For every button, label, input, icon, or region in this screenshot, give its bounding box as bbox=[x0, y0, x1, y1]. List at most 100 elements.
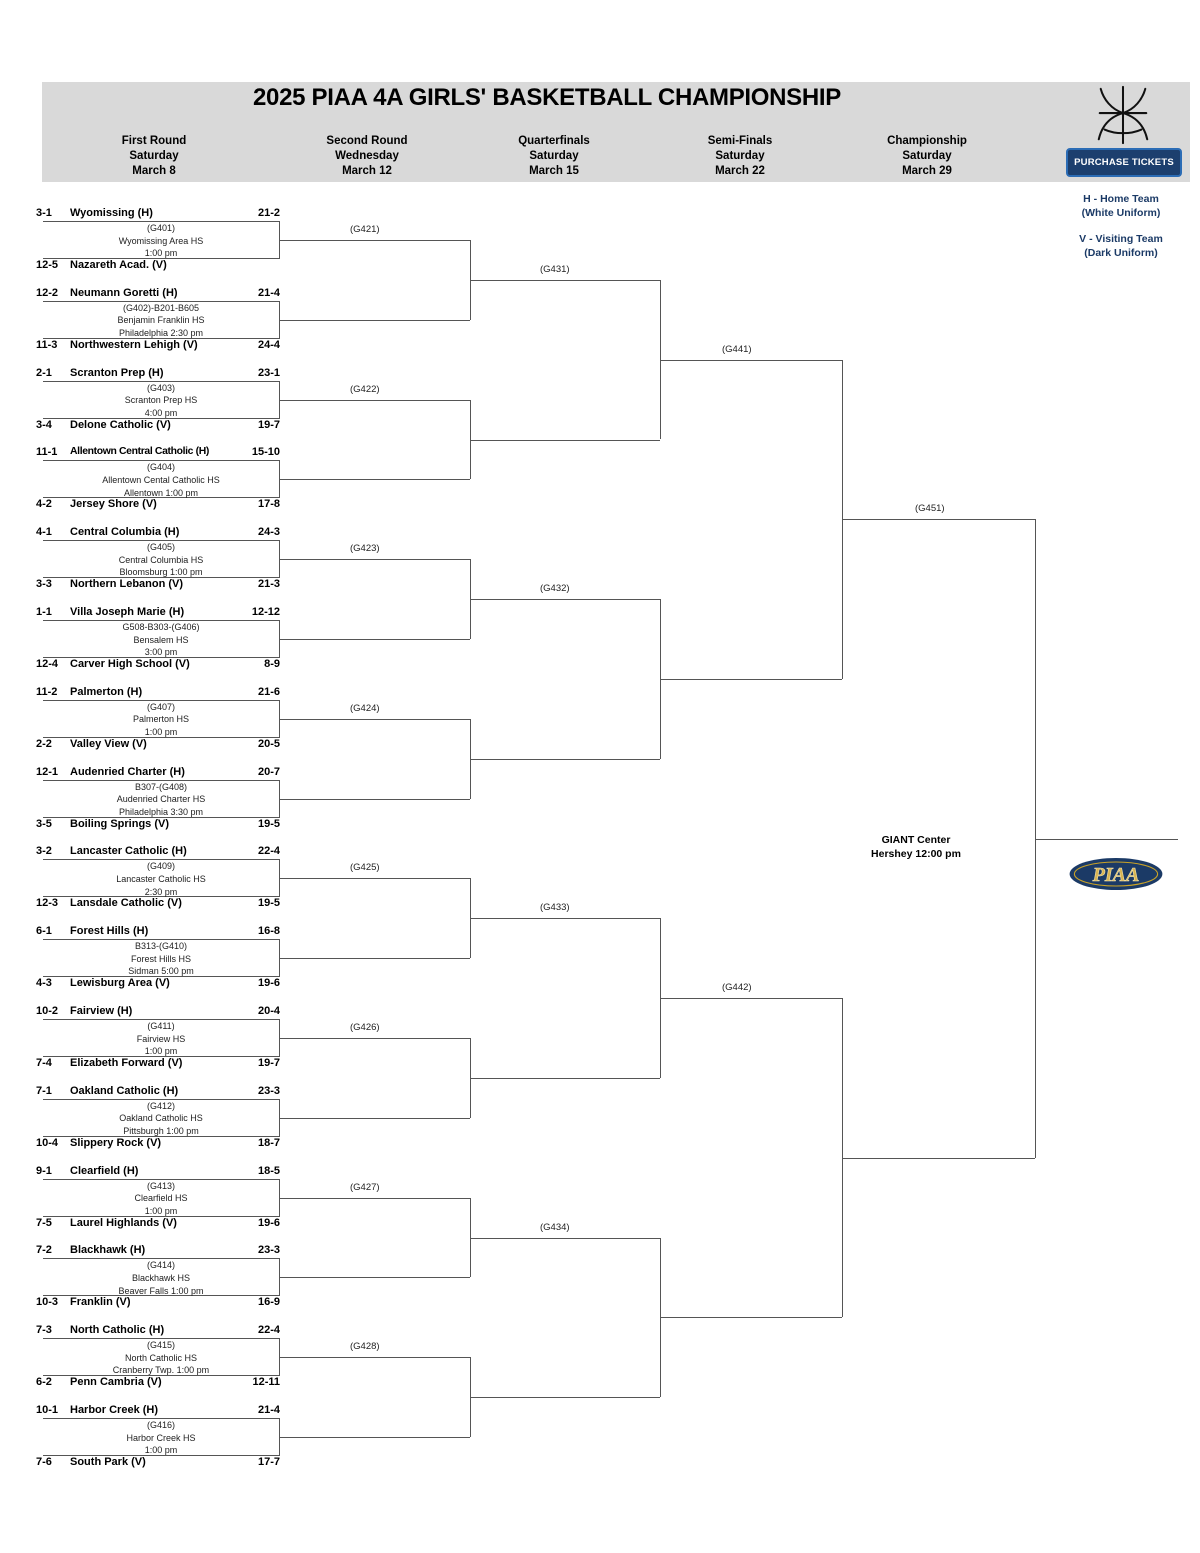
game-time: Philadelphia 3:30 pm bbox=[118, 806, 204, 817]
game-time: Bloomsburg 1:00 pm bbox=[119, 567, 203, 578]
feed-line bbox=[280, 958, 470, 960]
away-team-name: Franklin (V) bbox=[70, 1296, 131, 1309]
away-record: 18-7 bbox=[257, 1136, 280, 1149]
legend-away-line1: V - Visiting Team bbox=[1079, 233, 1163, 245]
home-record: 21-4 bbox=[257, 286, 280, 299]
away-seed: 10-4 bbox=[36, 1136, 59, 1149]
game-code: (G409) bbox=[146, 861, 175, 872]
game-code: (G414) bbox=[146, 1260, 175, 1271]
game-box bbox=[43, 939, 280, 978]
home-team-name: Harbor Creek (H) bbox=[70, 1404, 159, 1416]
round-name: First Round bbox=[121, 135, 187, 147]
home-record: 21-4 bbox=[257, 1404, 280, 1416]
game-box bbox=[43, 620, 280, 658]
home-team-name: North Catholic (H) bbox=[70, 1324, 165, 1337]
away-seed: 10-3 bbox=[36, 1296, 59, 1309]
home-team-name: Scranton Prep (H) bbox=[70, 366, 164, 379]
away-seed: 12-4 bbox=[36, 658, 59, 670]
championship-bar bbox=[1035, 519, 1036, 1158]
home-record: 18-5 bbox=[257, 1164, 280, 1177]
away-team-name: Slippery Rock (V) bbox=[70, 1136, 162, 1149]
feed-line bbox=[470, 599, 660, 601]
home-record: 23-3 bbox=[257, 1084, 280, 1097]
away-team-name: Carver High School (V) bbox=[70, 658, 190, 670]
feed-line bbox=[280, 1277, 470, 1279]
home-team-name: Palmerton (H) bbox=[70, 685, 143, 698]
feed-line bbox=[660, 359, 842, 361]
away-team-name: Lewisburg Area (V) bbox=[70, 977, 170, 990]
feed-line bbox=[660, 1317, 842, 1319]
away-team-row: 10-4 Slippery Rock (V) 18-7 bbox=[36, 1137, 280, 1151]
away-seed: 4-2 bbox=[36, 498, 52, 511]
away-team-name: Valley View (V) bbox=[70, 737, 147, 750]
purchase-tickets-button[interactable]: PURCHASE TICKETS bbox=[1066, 148, 1182, 177]
feed-line bbox=[470, 1237, 660, 1239]
game-time: 1:00 pm bbox=[144, 1205, 178, 1216]
away-seed: 2-2 bbox=[36, 737, 52, 750]
logo-zone: PURCHASE TICKETS bbox=[1054, 82, 1190, 182]
away-team-name: Delone Catholic (V) bbox=[70, 418, 171, 431]
game-time: 1:00 pm bbox=[144, 1046, 178, 1057]
game-code: (G411) bbox=[147, 1021, 175, 1031]
home-seed: 12-2 bbox=[36, 286, 59, 299]
final-venue: GIANT Center Hershey 12:00 pm bbox=[836, 833, 996, 861]
game-box bbox=[43, 460, 280, 499]
home-team-name: Fairview (H) bbox=[70, 1005, 133, 1017]
game-time: 1:00 pm bbox=[144, 1445, 178, 1456]
feed-line bbox=[280, 798, 470, 800]
home-seed: 7-3 bbox=[36, 1324, 52, 1337]
feed-line bbox=[280, 1117, 470, 1119]
game-venue: Bensalem HS bbox=[133, 634, 189, 645]
home-seed: 11-2 bbox=[36, 685, 58, 698]
round-day: Wednesday bbox=[335, 150, 399, 162]
game-code-semifinal: (G441) bbox=[722, 343, 752, 355]
game-code-quarterfinal: (G432) bbox=[540, 583, 570, 595]
game-venue: Clearfield HS bbox=[134, 1193, 188, 1204]
away-record: 19-7 bbox=[257, 1057, 280, 1069]
game-code: (G407) bbox=[146, 701, 175, 712]
away-team-name: South Park (V) bbox=[70, 1456, 146, 1468]
game-code-quarterfinal: (G431) bbox=[540, 263, 570, 275]
round-date: March 15 bbox=[529, 165, 579, 177]
page-title: 2025 PIAA 4A GIRLS' BASKETBALL CHAMPIONS… bbox=[252, 84, 841, 111]
home-team-name: Wyomissing (H) bbox=[70, 207, 153, 219]
feed-line bbox=[470, 1077, 660, 1079]
away-record: 19-7 bbox=[257, 418, 280, 431]
home-record: 22-4 bbox=[257, 845, 280, 858]
game-box bbox=[43, 1418, 280, 1456]
home-record: 15-10 bbox=[251, 446, 280, 459]
home-seed: 10-1 bbox=[36, 1404, 59, 1416]
feed-line bbox=[280, 559, 470, 561]
game-venue: Wyomissing Area HS bbox=[118, 235, 204, 246]
game-code-semifinal: (G442) bbox=[722, 982, 752, 994]
away-record: 19-6 bbox=[257, 977, 280, 990]
game-box bbox=[43, 699, 280, 738]
semifinal-bar bbox=[842, 359, 843, 679]
feed-line bbox=[280, 319, 470, 321]
round-day: Saturday bbox=[529, 150, 579, 162]
legend-spacer bbox=[1050, 220, 1192, 232]
round-header-first-round: First Round Saturday March 8 bbox=[54, 134, 254, 179]
away-record: 8-9 bbox=[264, 658, 280, 670]
away-team-name: Northern Lebanon (V) bbox=[70, 578, 184, 591]
round-day: Saturday bbox=[902, 150, 952, 162]
feed-line bbox=[280, 1038, 470, 1039]
champion-line bbox=[1035, 838, 1178, 840]
